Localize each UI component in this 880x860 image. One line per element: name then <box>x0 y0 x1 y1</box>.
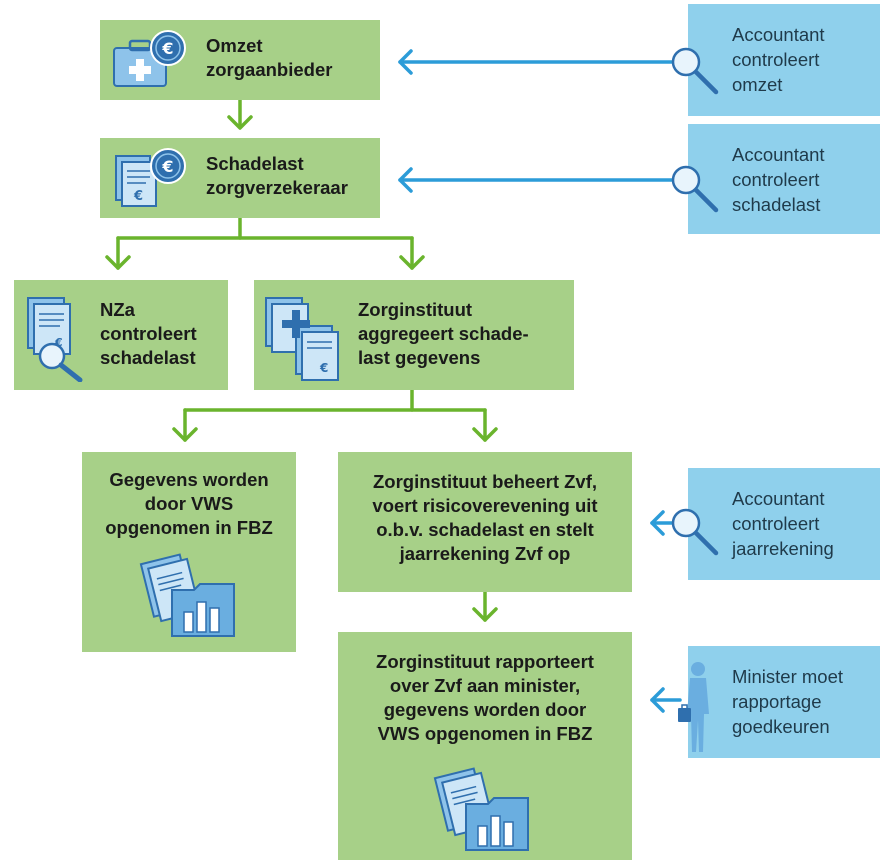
person-briefcase-icon <box>678 662 709 752</box>
documents-plus-icon: € <box>265 297 339 381</box>
svg-text:€: € <box>319 361 328 375</box>
document-magnifier-icon: € <box>27 297 83 382</box>
aggregeert-label: Zorginstituut aggregeert schade- last ge… <box>358 299 529 368</box>
svg-text:€: € <box>161 157 173 176</box>
magnifier-icon <box>671 165 719 213</box>
nza-label: NZa controleert schadelast <box>100 299 197 368</box>
nza-box: € NZa controleert schadelast <box>14 280 228 390</box>
magnifier-icon <box>671 508 719 556</box>
svg-text:€: € <box>161 39 173 58</box>
svg-text:€: € <box>133 189 143 204</box>
beheert-box: Zorginstituut beheert Zvf, voert risicov… <box>338 452 632 592</box>
documents-euro-icon: € € <box>115 148 186 207</box>
rapporteert-box: Zorginstituut rapporteert over Zvf aan m… <box>338 632 632 860</box>
omzet-label: Omzet zorgaanbieder <box>206 35 333 80</box>
minister-label: Minister moet rapportage goedkeuren <box>732 666 844 737</box>
schadelast-label: Schadelast zorgverzekeraar <box>206 153 348 198</box>
accountant-omzet-box: Accountant controleert omzet <box>688 4 880 116</box>
magnifier-icon <box>671 47 719 95</box>
rapporteert-label: Zorginstituut rapporteert over Zvf aan m… <box>376 651 594 744</box>
blue-arrows <box>398 49 682 713</box>
schadelast-box: € € Schadelast zorgverzekeraar <box>100 138 380 218</box>
accountant-schadelast-label: Accountant controleert schadelast <box>732 144 825 215</box>
fbz-box: Gegevens worden door VWS opgenomen in FB… <box>82 452 296 652</box>
documents-chart-icon <box>139 553 235 637</box>
omzet-box: € Omzet zorgaanbieder <box>100 20 380 100</box>
minister-box: Minister moet rapportage goedkeuren <box>688 646 880 758</box>
accountant-omzet-label: Accountant controleert omzet <box>732 24 825 95</box>
aggregeert-box: € Zorginstituut aggregeert schade- last … <box>254 280 574 390</box>
svg-text:€: € <box>54 336 63 349</box>
documents-chart-icon <box>433 767 529 851</box>
accountant-schadelast-box: Accountant controleert schadelast <box>688 124 880 234</box>
green-arrows <box>105 98 498 622</box>
medical-case-euro-icon: € <box>113 30 186 87</box>
fbz-label: Gegevens worden door VWS opgenomen in FB… <box>105 469 273 538</box>
accountant-jaarrekening-box: Accountant controleert jaarrekening <box>688 468 880 580</box>
beheert-label: Zorginstituut beheert Zvf, voert risicov… <box>372 471 598 564</box>
accountant-jaarrekening-label: Accountant controleert jaarrekening <box>732 488 834 559</box>
